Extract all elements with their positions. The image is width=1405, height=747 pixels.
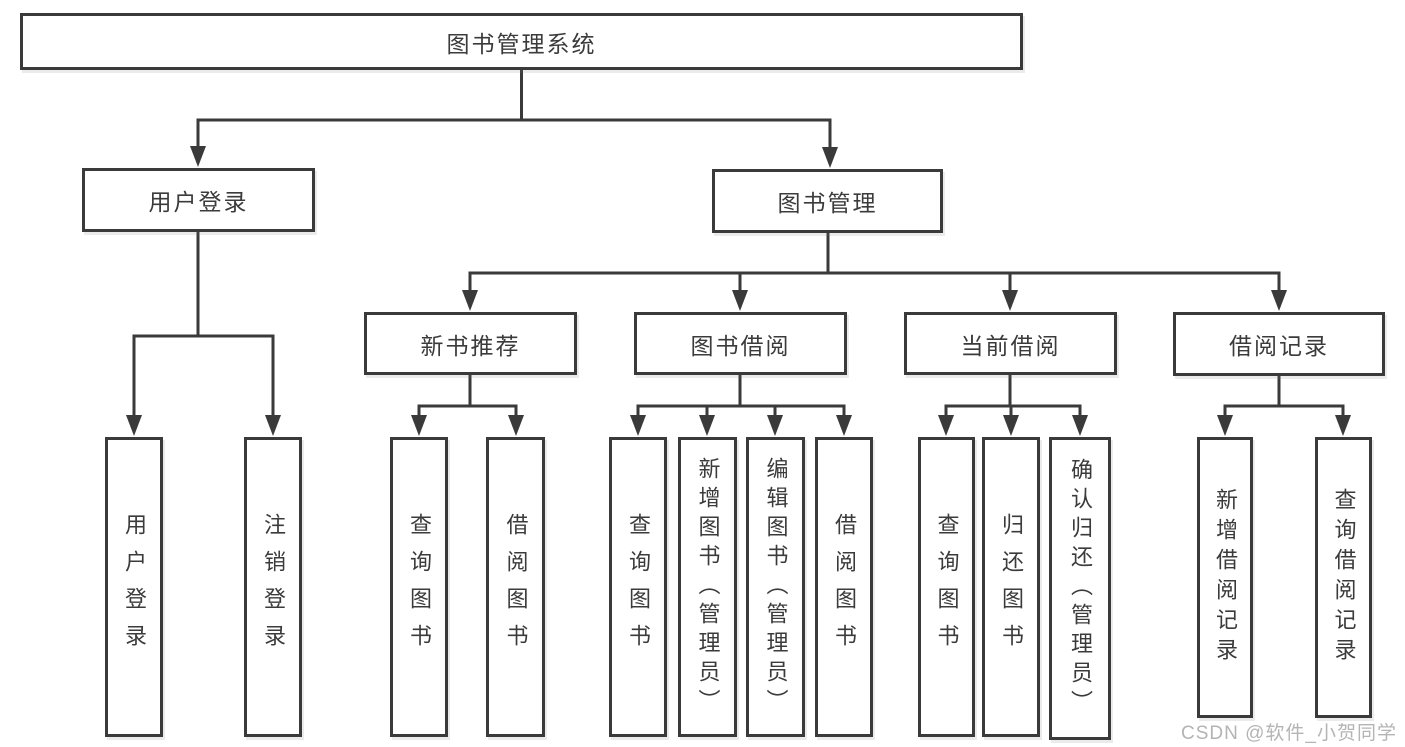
leaf-borrow-books-recommend-label: 借阅图书	[503, 513, 529, 661]
leaf-query-borrow-record: 查询借阅记录	[1315, 437, 1372, 718]
leaf-add-borrow-record-label: 新增借阅记录	[1213, 487, 1238, 668]
leaf-borrow-books-recommend: 借阅图书	[486, 437, 545, 737]
leaf-return-book-label: 归还图书	[999, 513, 1024, 661]
node-user-login-module: 用户登录	[82, 168, 315, 232]
leaf-user-login: 用户登录	[105, 437, 163, 737]
leaf-confirm-return-admin-label: 确认归还（管理员）	[1068, 458, 1093, 719]
node-borrowing-records-label: 借阅记录	[1229, 333, 1329, 359]
leaf-borrow-books-borrowing-label: 借阅图书	[832, 513, 857, 661]
leaf-logout-label: 注销登录	[261, 513, 286, 661]
node-new-book-recommend: 新书推荐	[364, 312, 577, 375]
leaf-user-login-label: 用户登录	[122, 513, 147, 661]
leaf-return-book: 归还图书	[982, 437, 1040, 737]
node-book-management-module: 图书管理	[712, 169, 943, 233]
leaf-query-books-recommend-label: 查询图书	[407, 513, 432, 661]
leaf-edit-book-admin-label: 编辑图书（管理员）	[763, 456, 789, 718]
node-borrowing-records: 借阅记录	[1173, 312, 1385, 376]
leaf-confirm-return-admin: 确认归还（管理员）	[1049, 437, 1111, 740]
leaf-edit-book-admin: 编辑图书（管理员）	[746, 437, 805, 737]
leaf-query-books-borrowing-label: 查询图书	[626, 513, 651, 661]
leaf-query-books-recommend: 查询图书	[390, 437, 448, 737]
leaf-add-book-admin-label: 新增图书（管理员）	[695, 456, 721, 718]
node-book-borrowing-label: 图书借阅	[690, 332, 791, 359]
node-current-borrowing: 当前借阅	[904, 312, 1117, 375]
leaf-query-books-borrowing: 查询图书	[609, 437, 667, 737]
node-library-management-system: 图书管理系统	[20, 13, 1023, 70]
leaf-query-books-current: 查询图书	[918, 437, 975, 737]
node-root-label: 图书管理系统	[446, 30, 597, 57]
leaf-add-borrow-record: 新增借阅记录	[1197, 437, 1253, 718]
node-book-borrowing: 图书借阅	[634, 312, 847, 375]
node-current-borrowing-label: 当前借阅	[960, 332, 1061, 359]
leaf-add-book-admin: 新增图书（管理员）	[678, 437, 737, 737]
leaf-logout: 注销登录	[244, 437, 302, 737]
leaf-borrow-books-borrowing: 借阅图书	[815, 437, 873, 737]
node-new-book-recommend-label: 新书推荐	[420, 332, 521, 359]
leaf-query-books-current-label: 查询图书	[934, 513, 960, 661]
node-book-management-label: 图书管理	[777, 190, 878, 216]
csdn-watermark: CSDN @软件_小贺同学	[1181, 723, 1397, 744]
node-user-login-label: 用户登录	[148, 189, 249, 215]
leaf-query-borrow-record-label: 查询借阅记录	[1331, 487, 1357, 668]
